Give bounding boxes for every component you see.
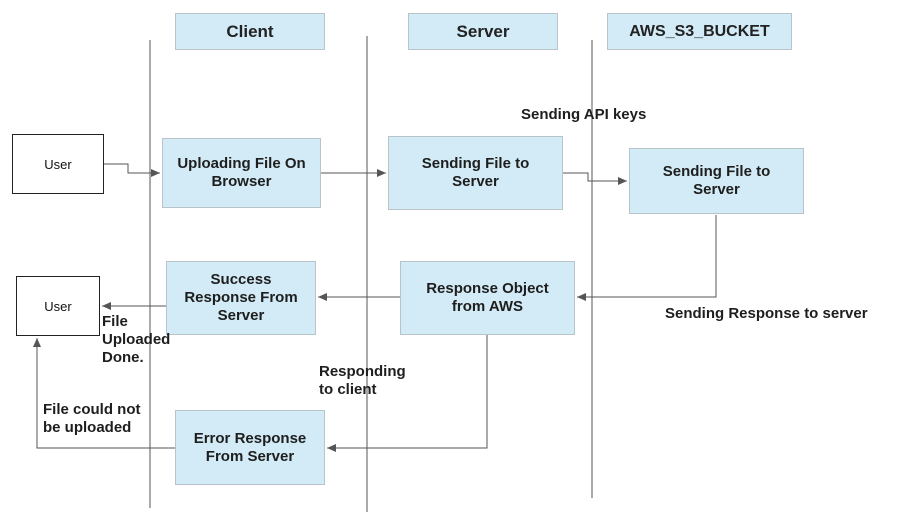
edge-error-to-user <box>33 338 175 449</box>
step-sending-file-bucket: Sending File to Server <box>629 148 804 214</box>
label-file-could-not-be-uploaded: File could not be uploaded <box>43 401 141 436</box>
user-actor-top: User <box>12 134 104 194</box>
step-error-response: Error Response From Server <box>175 410 325 485</box>
edge-server-to-bucket <box>563 172 627 185</box>
step-sending-file-server: Sending File to Server <box>388 136 563 210</box>
step-response-object: Response Object from AWS <box>400 261 575 335</box>
user-actor-bottom: User <box>16 276 100 336</box>
label-sending-api-keys: Sending API keys <box>521 106 647 123</box>
label-sending-response-to-server: Sending Response to server <box>665 305 868 322</box>
edge-user-to-upload <box>104 163 160 177</box>
step-uploading-file: Uploading File On Browser <box>162 138 321 208</box>
lane-header-aws-s3-bucket: AWS_S3_BUCKET <box>607 13 792 50</box>
label-file-uploaded-done: File Uploaded Done. <box>102 313 171 366</box>
label-responding-to-client: Responding to client <box>319 363 406 398</box>
edge-bucket-to-response <box>577 215 717 301</box>
step-success-response: Success Response From Server <box>166 261 316 335</box>
lane-header-server: Server <box>408 13 558 50</box>
edge-response-to-error <box>327 335 488 452</box>
lane-header-client: Client <box>175 13 325 50</box>
